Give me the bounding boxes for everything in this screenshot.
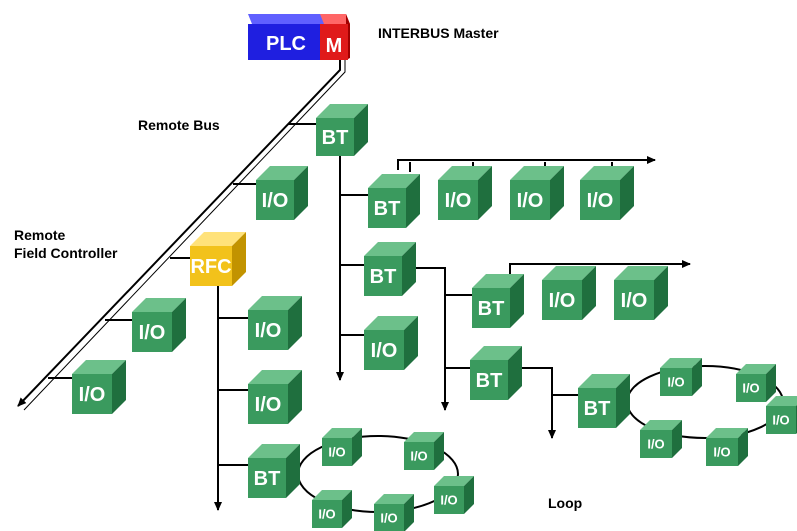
loop-b-io-2: I/O (404, 432, 444, 470)
io-row1-1-label: I/O (445, 190, 472, 212)
bt-loop-right: BT (578, 374, 630, 428)
rfc-label-line2: Field Controller (14, 245, 118, 261)
loop-b-io-5-label: I/O (318, 507, 335, 522)
loop-b-io-4: I/O (374, 494, 414, 531)
bt-second-label: BT (370, 266, 397, 288)
bt-row2: BT (472, 274, 524, 328)
bt-top-label: BT (322, 127, 349, 149)
io-row2-2: I/O (614, 266, 668, 320)
io-row1-2: I/O (510, 166, 564, 220)
loop-r-io-4: I/O (706, 428, 748, 466)
loop-b-io-2-label: I/O (410, 449, 427, 464)
rfc-module: RFC (190, 232, 246, 286)
remote-bus-line (17, 58, 341, 407)
loop-r-io-3: I/O (766, 396, 797, 434)
bt-row1: BT (368, 174, 420, 228)
loop-b-io-3: I/O (434, 476, 474, 514)
io-row2-1-label: I/O (549, 290, 576, 312)
io-upper-left: I/O (256, 166, 308, 220)
io-row1-3: I/O (580, 166, 634, 220)
loop-r-io-5-label: I/O (647, 437, 664, 452)
remote-bus-label: Remote Bus (138, 117, 220, 133)
bt-loop-bottom: BT (248, 444, 300, 498)
loop-b-io-4-label: I/O (380, 511, 397, 526)
loop-b-io-1: I/O (322, 428, 362, 466)
loop-r-io-2-label: I/O (742, 381, 759, 396)
rfc-label-line1: Remote (14, 227, 66, 243)
interbus-master-label: INTERBUS Master (378, 25, 499, 41)
bt-top: BT (316, 104, 368, 156)
io-left-2: I/O (72, 360, 126, 414)
io-left-1-label: I/O (139, 322, 166, 344)
io-row2-1: I/O (542, 266, 596, 320)
io-upper-left-label: I/O (262, 190, 289, 212)
io-rfc-1-label: I/O (255, 320, 282, 342)
loop-r-io-3-label: I/O (772, 413, 789, 428)
io-rfc-2-label: I/O (255, 394, 282, 416)
bt-third-label: BT (476, 370, 503, 392)
bt-loop-right-label: BT (584, 398, 611, 420)
io-left-1: I/O (132, 298, 186, 352)
m-label: M (326, 35, 343, 57)
bt-second: BT (364, 242, 416, 296)
io-rfc-1: I/O (248, 296, 302, 350)
loop-r-io-1-label: I/O (667, 375, 684, 390)
bt-loop-bottom-label: BT (254, 468, 281, 490)
plc-master: PLC M (248, 14, 350, 60)
rfc-module-label: RFC (190, 256, 231, 278)
io-second-label: I/O (371, 340, 398, 362)
io-row1-1: I/O (438, 166, 492, 220)
loop-b-io-1-label: I/O (328, 445, 345, 460)
io-rfc-2: I/O (248, 370, 302, 424)
bt-row1-label: BT (374, 198, 401, 220)
loop-r-io-1: I/O (660, 358, 702, 396)
modules: BT I/O RFC I/O I/O BT I/O I/O I/O BT I/O BT I/O I/O BT… (72, 104, 797, 531)
bt-row2-label: BT (478, 298, 505, 320)
plc-label: PLC (266, 33, 306, 55)
io-row2-2-label: I/O (621, 290, 648, 312)
loop-r-io-2: I/O (736, 364, 776, 402)
loop-r-io-4-label: I/O (713, 445, 730, 460)
io-row1-3-label: I/O (587, 190, 614, 212)
loop-b-io-3-label: I/O (440, 493, 457, 508)
io-left-2-label: I/O (79, 384, 106, 406)
io-row1-2-label: I/O (517, 190, 544, 212)
loop-r-io-5: I/O (640, 420, 682, 458)
bt-third: BT (470, 346, 522, 400)
loop-label: Loop (548, 495, 582, 511)
io-second: I/O (364, 316, 418, 370)
loop-b-io-5: I/O (312, 490, 352, 528)
